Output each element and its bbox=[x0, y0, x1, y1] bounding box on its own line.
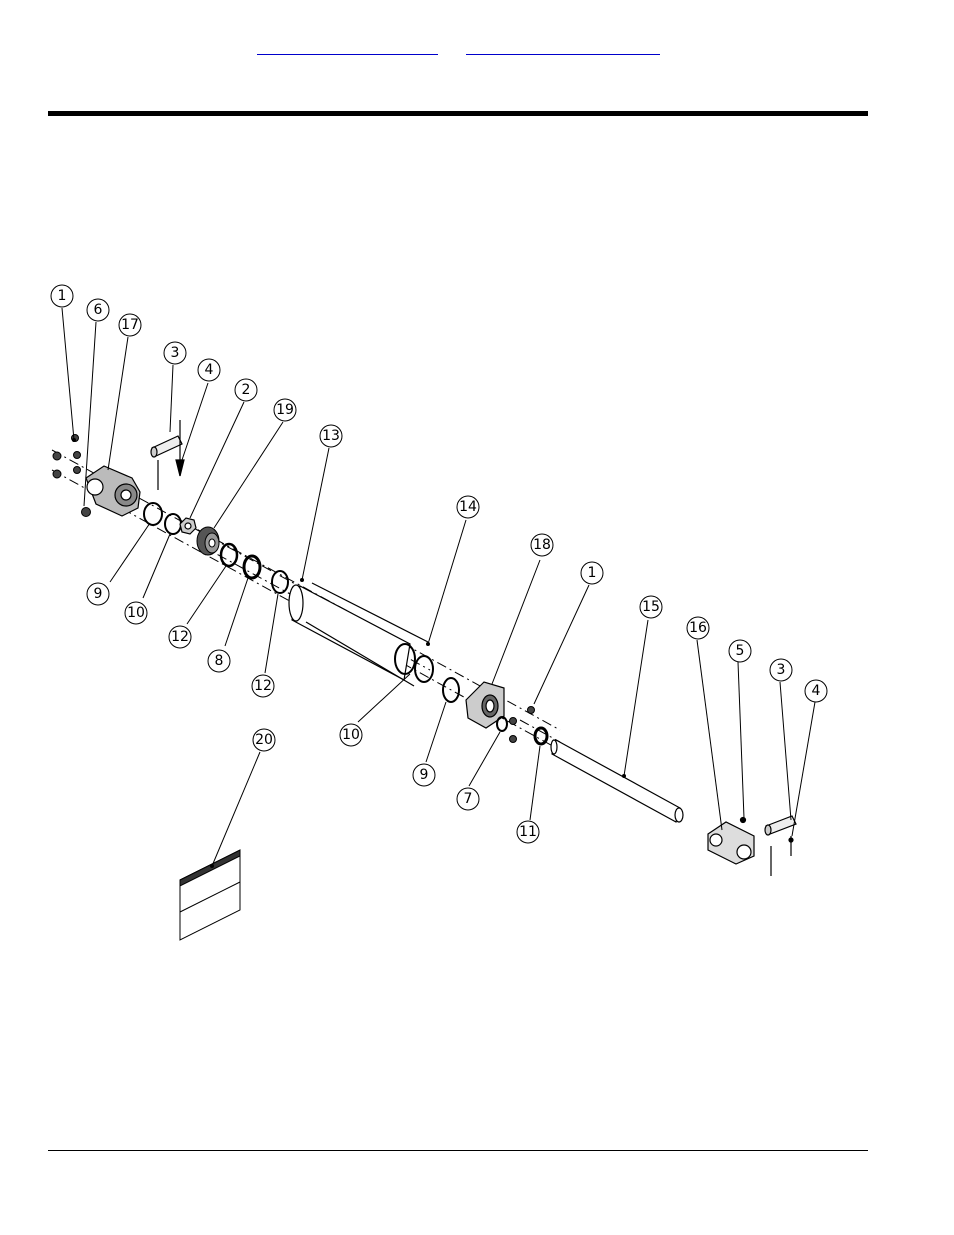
callout-number: 18 bbox=[533, 537, 551, 553]
piston-seals bbox=[219, 542, 289, 594]
piston-nut bbox=[179, 517, 197, 535]
callout-number: 7 bbox=[464, 791, 473, 807]
callout-number: 20 bbox=[255, 732, 273, 748]
callout-bubbles bbox=[50, 284, 828, 844]
piston bbox=[196, 526, 220, 556]
gland-hardware bbox=[496, 706, 549, 746]
leader-arrowheads bbox=[72, 438, 626, 868]
callout-number: 9 bbox=[94, 586, 103, 602]
top-link-2[interactable] bbox=[466, 40, 660, 55]
callout-number: 1 bbox=[588, 565, 597, 581]
callout-number: 17 bbox=[121, 317, 139, 333]
exploded-parts-diagram: 1 6 17 3 4 2 19 13 14 18 1 15 16 5 3 4 9… bbox=[50, 284, 828, 941]
o-ring-right bbox=[442, 677, 460, 703]
rod-clevis bbox=[707, 816, 755, 865]
callout-number: 4 bbox=[205, 362, 214, 378]
callout-number: 1 bbox=[58, 288, 67, 304]
callout-number: 10 bbox=[127, 605, 145, 621]
callout-number: 12 bbox=[254, 678, 272, 694]
callout-number: 4 bbox=[812, 683, 821, 699]
cylinder-barrel bbox=[288, 582, 434, 687]
gland-head bbox=[465, 681, 505, 729]
top-link-1[interactable] bbox=[257, 40, 438, 55]
hex-nut-group-left bbox=[52, 434, 91, 517]
callout-number: 2 bbox=[242, 382, 251, 398]
decal bbox=[179, 849, 241, 941]
callout-number: 19 bbox=[276, 402, 294, 418]
rear-clevis-housing bbox=[85, 465, 141, 517]
top-links bbox=[0, 40, 954, 60]
callout-number: 15 bbox=[642, 599, 660, 615]
callout-number: 8 bbox=[215, 653, 224, 669]
callout-number: 3 bbox=[171, 345, 180, 361]
callout-number: 12 bbox=[171, 629, 189, 645]
callout-number: 9 bbox=[420, 767, 429, 783]
callout-number: 14 bbox=[459, 499, 477, 515]
callout-number: 3 bbox=[777, 662, 786, 678]
callout-number: 13 bbox=[322, 428, 340, 444]
footer-rule bbox=[48, 1150, 868, 1151]
callout-number: 5 bbox=[736, 643, 745, 659]
pin-left bbox=[150, 420, 185, 490]
piston-rod bbox=[550, 739, 684, 823]
callout-leaders bbox=[61, 307, 816, 867]
callout-number: 6 bbox=[94, 302, 103, 318]
callout-number: 11 bbox=[519, 824, 537, 840]
callout-numbers: 1 6 17 3 4 2 19 13 14 18 1 15 16 5 3 4 9… bbox=[58, 288, 821, 840]
header-rule bbox=[48, 111, 868, 116]
callout-number: 10 bbox=[342, 727, 360, 743]
pin-right bbox=[764, 815, 797, 876]
callout-number: 16 bbox=[689, 620, 707, 636]
